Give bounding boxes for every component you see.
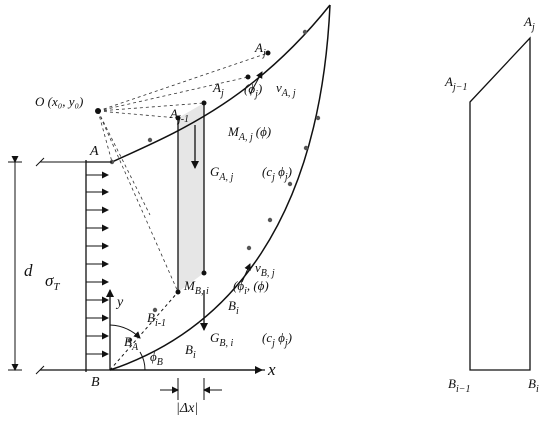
vA-label: vA, j: [276, 80, 296, 99]
right-diagram: Aj Aj−1 Bi−1 Bi: [444, 14, 539, 395]
GA-label: GA, j: [210, 164, 233, 183]
Bi-label: Bi: [228, 298, 239, 317]
right-Bim1-label: Bi−1: [448, 376, 470, 395]
A-label: A: [89, 144, 99, 159]
upper-slip-curve: [111, 4, 331, 163]
right-Bi-label: Bi: [528, 376, 539, 395]
slice-region: [178, 103, 204, 292]
x-axis-label: x: [267, 360, 276, 379]
left-diagram: O (x₀, y₀) A B Aj Aj (ϕj) vA, j Aj-1 MA,…: [8, 4, 331, 416]
B-label: B: [91, 375, 100, 390]
origin-label: O (x₀, y₀): [35, 94, 83, 109]
Aj-top-label: Aj: [254, 40, 266, 59]
right-Ajm1-label: Aj−1: [444, 74, 467, 93]
BA-label: BA: [124, 334, 139, 353]
vB-arrow: [241, 263, 251, 283]
lower-slip-curve: [109, 4, 331, 371]
GB-params-label: (cj ϕj): [262, 330, 292, 349]
d-label: d: [24, 261, 33, 280]
vB-label: vB, j: [255, 260, 275, 279]
slice-outline: [469, 36, 531, 371]
pressure-arrows: [86, 171, 109, 358]
Aj-label: Aj: [212, 80, 224, 99]
interslice-line: [109, 291, 179, 371]
dx-dimension: [160, 378, 222, 400]
MA-label: MA, j(ϕ): [227, 124, 271, 143]
d-dimension: [8, 156, 86, 375]
Aj-angle-label: (ϕj): [244, 81, 262, 100]
sigma-label: σT: [45, 271, 60, 293]
GB-label: GB, i: [210, 330, 233, 349]
vA-arrow: [249, 71, 263, 95]
GA-params-label: (cj ϕj): [262, 164, 292, 183]
angle-BA-arc: [109, 324, 141, 339]
y-axis-label: y: [115, 295, 124, 310]
Ajm1-label: Aj-1: [169, 106, 189, 125]
dx-label: |Δx|: [176, 401, 198, 416]
Bi-angle-label: (ϕi, (ϕ): [233, 278, 269, 297]
right-Aj-label: Aj: [523, 14, 535, 33]
MB-label: MB, i: [183, 278, 209, 297]
angle-phiB-arc: [139, 351, 146, 371]
phiB-label: ϕB: [150, 349, 163, 368]
Bim1-label: Bi-1: [147, 310, 166, 329]
Bi2-label: Bi: [185, 342, 196, 361]
dashed-rays: [97, 52, 269, 293]
